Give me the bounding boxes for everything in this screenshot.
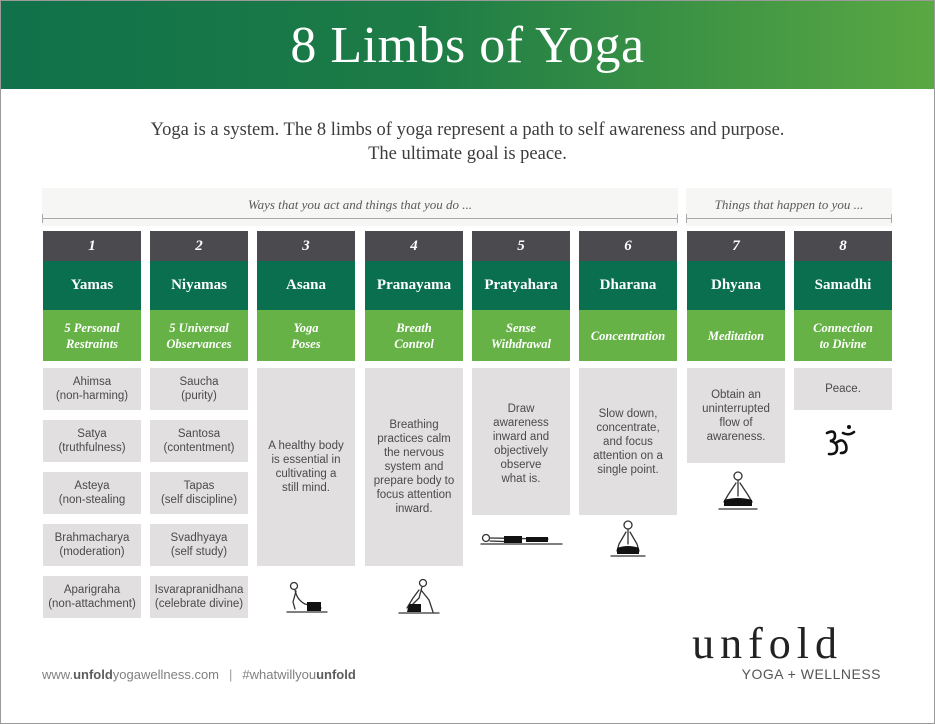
limb-name: Samadhi bbox=[794, 261, 892, 310]
logo-tagline: YOGA + WELLNESS bbox=[741, 666, 881, 682]
limb-name: Dharana bbox=[579, 261, 677, 310]
limb-name: Pratyahara bbox=[472, 261, 570, 310]
limb-number: 6 bbox=[579, 231, 677, 261]
limb-number: 2 bbox=[150, 231, 248, 261]
section-band-happen bbox=[686, 188, 892, 226]
intro-text: Yoga is a system. The 8 limbs of yoga re… bbox=[0, 118, 935, 166]
limb-column-asana: 3 Asana Yoga Poses A healthy body is ess… bbox=[257, 231, 355, 566]
limb-description: A healthy body is essential in cultivati… bbox=[257, 368, 355, 566]
limb-item: Svadhyaya (self study) bbox=[150, 524, 248, 566]
limb-number: 8 bbox=[794, 231, 892, 261]
intro-line-2: The ultimate goal is peace. bbox=[368, 144, 567, 164]
section-label-act: Ways that you act and things that you do… bbox=[247, 197, 473, 212]
limb-item: Aparigraha (non-attachment) bbox=[43, 576, 141, 618]
limb-name: Dhyana bbox=[687, 261, 785, 310]
limb-name: Pranayama bbox=[365, 261, 463, 310]
limb-name: Asana bbox=[257, 261, 355, 310]
limb-description: Draw awareness inward and objectively ob… bbox=[472, 368, 570, 515]
seated-meditation-icon bbox=[610, 520, 646, 557]
limb-name: Niyamas bbox=[150, 261, 248, 310]
limb-item: Saucha (purity) bbox=[150, 368, 248, 410]
limb-description: Obtain an uninterrupted flow of awarenes… bbox=[687, 368, 785, 463]
website-link[interactable]: www.unfoldyogawellness.com bbox=[42, 667, 219, 682]
limb-item: Isvarapranidhana (celebrate divine) bbox=[150, 576, 248, 618]
pranayama-pose-icon bbox=[398, 578, 440, 614]
section-label-happen: Things that happen to you ... bbox=[714, 197, 864, 212]
limb-column-pranayama: 4 Pranayama Breath Control Breathing pra… bbox=[365, 231, 463, 566]
limb-subtitle: Yoga Poses bbox=[257, 310, 355, 361]
limb-subtitle: 5 Personal Restraints bbox=[43, 310, 141, 361]
limb-item: Brahmacharya (moderation) bbox=[43, 524, 141, 566]
limb-subtitle: Connection to Divine bbox=[794, 310, 892, 361]
limb-item: Asteya (non-stealing bbox=[43, 472, 141, 514]
unfold-logo: unfold YOGA + WELLNESS bbox=[680, 618, 895, 688]
footer-separator: | bbox=[229, 667, 233, 682]
limb-description: Breathing practices calm the nervous sys… bbox=[365, 368, 463, 566]
lotus-meditation-icon bbox=[718, 471, 758, 510]
hashtag-link[interactable]: #whatwillyouunfold bbox=[242, 667, 356, 682]
limb-number: 1 bbox=[43, 231, 141, 261]
limb-column-dharana: 6 Dharana Concentration Slow down, conce… bbox=[579, 231, 677, 515]
corpse-pose-icon bbox=[480, 533, 563, 545]
limb-description: Slow down, concentrate, and focus attent… bbox=[579, 368, 677, 515]
limb-description: Peace. bbox=[794, 368, 892, 410]
limb-column-samadhi: 8 Samadhi Connection to Divine Peace. bbox=[794, 231, 892, 410]
limb-name: Yamas bbox=[43, 261, 141, 310]
limb-subtitle: Meditation bbox=[687, 310, 785, 361]
section-bracket-happen bbox=[686, 214, 892, 223]
limb-column-yamas: 1 Yamas 5 Personal Restraints Ahimsa (no… bbox=[43, 231, 141, 618]
limb-subtitle: Breath Control bbox=[365, 310, 463, 361]
footer-links: www.unfoldyogawellness.com | #whatwillyouu… bbox=[42, 667, 356, 682]
limb-number: 5 bbox=[472, 231, 570, 261]
limb-column-pratyahara: 5 Pratyahara Sense Withdrawal Draw aware… bbox=[472, 231, 570, 515]
intro-line-1: Yoga is a system. The 8 limbs of yoga re… bbox=[150, 120, 785, 140]
limb-item: Santosa (contentment) bbox=[150, 420, 248, 462]
limb-column-niyamas: 2 Niyamas 5 Universal Observances Saucha… bbox=[150, 231, 248, 618]
limb-item: Satya (truthfulness) bbox=[43, 420, 141, 462]
om-symbol-icon bbox=[825, 425, 856, 456]
limb-number: 4 bbox=[365, 231, 463, 261]
limb-item: Tapas (self discipline) bbox=[150, 472, 248, 514]
section-band-act bbox=[42, 188, 678, 226]
limb-item: Ahimsa (non-harming) bbox=[43, 368, 141, 410]
logo-wordmark: unfold bbox=[692, 619, 843, 668]
limb-number: 7 bbox=[687, 231, 785, 261]
limb-column-dhyana: 7 Dhyana Meditation Obtain an uninterrup… bbox=[687, 231, 785, 463]
header-banner: 8 Limbs of Yoga bbox=[1, 1, 934, 89]
section-bracket-act bbox=[42, 214, 678, 223]
limb-subtitle: Concentration bbox=[579, 310, 677, 361]
page-title: 8 Limbs of Yoga bbox=[290, 16, 645, 74]
limb-number: 3 bbox=[257, 231, 355, 261]
cobra-pose-icon bbox=[286, 581, 328, 613]
limb-subtitle: 5 Universal Observances bbox=[150, 310, 248, 361]
limb-subtitle: Sense Withdrawal bbox=[472, 310, 570, 361]
